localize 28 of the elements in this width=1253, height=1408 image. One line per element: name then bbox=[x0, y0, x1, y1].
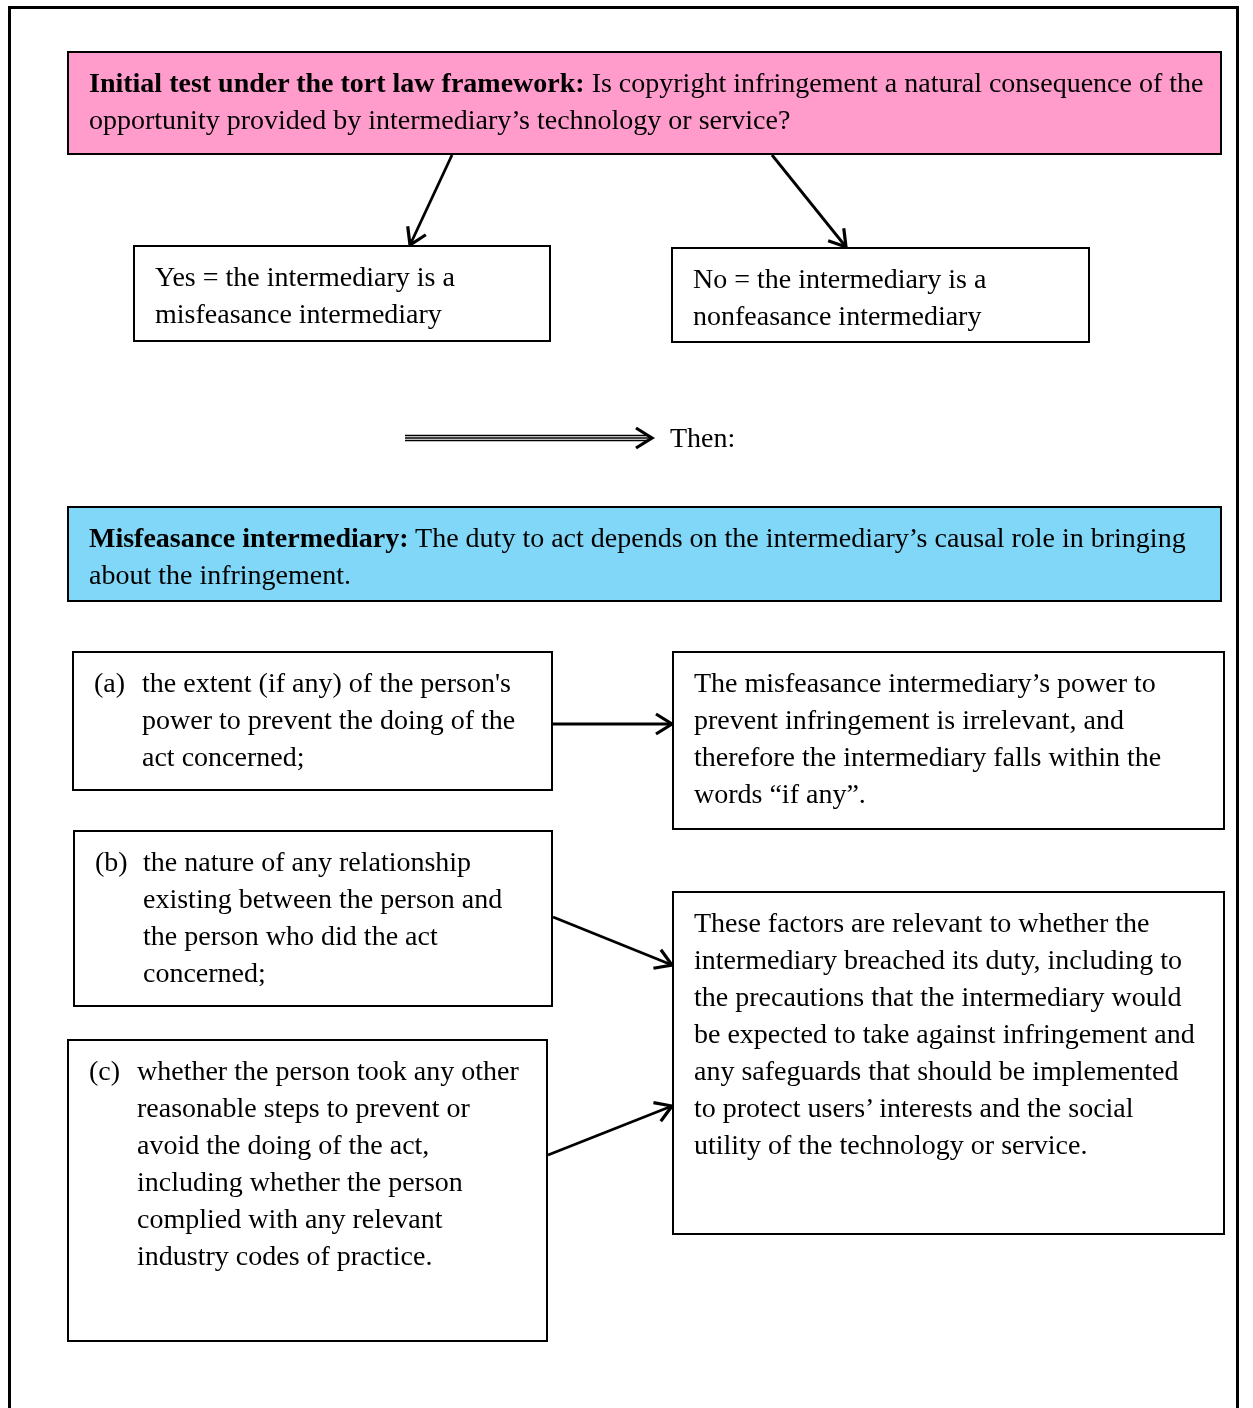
text-box bbox=[133, 245, 551, 342]
text-box bbox=[67, 1039, 548, 1342]
item-text: the nature of any relationship existing between the person and the person who did the act concerned; bbox=[143, 845, 504, 990]
item-letter: (a) bbox=[94, 666, 127, 700]
arrow bbox=[547, 1101, 674, 1157]
heading-box bbox=[67, 506, 1222, 602]
box-text: No = the intermediary is a nonfeasance intermediary bbox=[693, 262, 988, 333]
box-text: Misfeasance intermediary: The duty to act depends on the intermediary’s causal role in bringing about the infringement. bbox=[89, 521, 1187, 592]
arrow bbox=[406, 154, 454, 247]
box-text: These factors are relevant to whether the intermediary breached its duty, including to the precautions that the intermediary would be expected to take against infringement and any safeguards that should be implemented to protect users’ interests and the social utility of the technology or service. bbox=[694, 906, 1196, 1162]
box-text: Initial test under the tort law framework: Is copyright infringement a natural consequence of the opportunity provided by intermediary’s technology or service? bbox=[89, 66, 1204, 137]
double-arrow bbox=[404, 426, 654, 450]
item-letter: (c) bbox=[89, 1054, 122, 1088]
text-box bbox=[73, 830, 553, 1007]
item-text: whether the person took any other reasonable steps to prevent or avoid the doing of the act, including whether the person complied with any relevant industry codes of practice. bbox=[137, 1054, 520, 1273]
arrow bbox=[553, 712, 674, 736]
arrow bbox=[770, 154, 848, 249]
box-text: Then: bbox=[670, 421, 737, 455]
text-box bbox=[671, 247, 1090, 343]
item-text: the extent (if any) of the person's power to prevent the doing of the act concerned; bbox=[142, 666, 517, 774]
arrow bbox=[552, 915, 674, 970]
text-box bbox=[72, 651, 553, 791]
box-text: Yes = the intermediary is a misfeasance intermediary bbox=[155, 260, 456, 331]
box-text: The misfeasance intermediary’s power to prevent infringement is irrelevant, and therefore the intermediary falls within the words “if any”. bbox=[694, 666, 1163, 811]
heading-box bbox=[67, 51, 1222, 155]
text-box bbox=[672, 891, 1225, 1235]
item-letter: (b) bbox=[95, 845, 129, 879]
text-box bbox=[672, 651, 1225, 830]
